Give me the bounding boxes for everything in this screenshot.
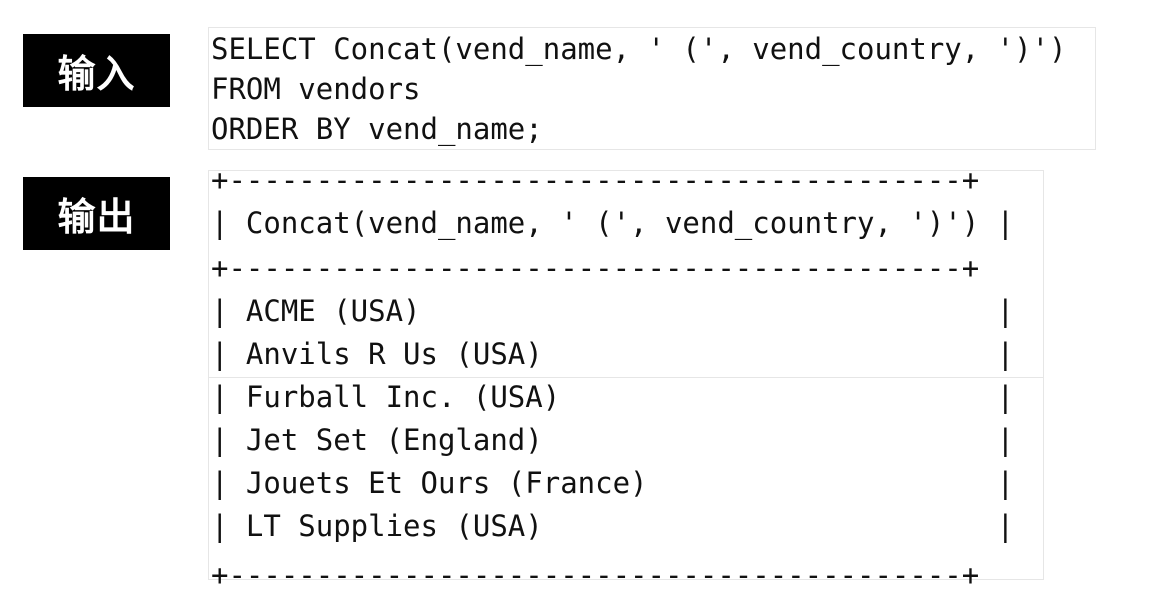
table-row: | LT Supplies (USA) | xyxy=(211,509,1015,543)
table-row: | Anvils R Us (USA) | xyxy=(211,337,1015,371)
code-line: SELECT Concat(vend_name, ' (', vend_coun… xyxy=(211,32,1067,66)
block-divider xyxy=(209,377,1043,378)
output-result-block: +---------------------------------------… xyxy=(208,163,1044,592)
table-row: | Jet Set (England) | xyxy=(211,423,1015,457)
code-line: FROM vendors xyxy=(211,72,421,106)
input-label: 输入 xyxy=(23,34,170,107)
table-border-mid: +---------------------------------------… xyxy=(211,251,980,285)
table-header: | Concat(vend_name, ' (', vend_country, … xyxy=(211,206,1015,240)
table-row: | Furball Inc. (USA) | xyxy=(211,380,1015,414)
table-row: | ACME (USA) | xyxy=(211,294,1015,328)
input-code-block: SELECT Concat(vend_name, ' (', vend_coun… xyxy=(208,27,1096,150)
table-row: | Jouets Et Ours (France) | xyxy=(211,466,1015,500)
table-border-top: +---------------------------------------… xyxy=(211,163,980,197)
code-line: ORDER BY vend_name; xyxy=(211,112,543,146)
output-label: 输出 xyxy=(23,177,170,250)
table-border-bottom: +---------------------------------------… xyxy=(211,558,980,592)
